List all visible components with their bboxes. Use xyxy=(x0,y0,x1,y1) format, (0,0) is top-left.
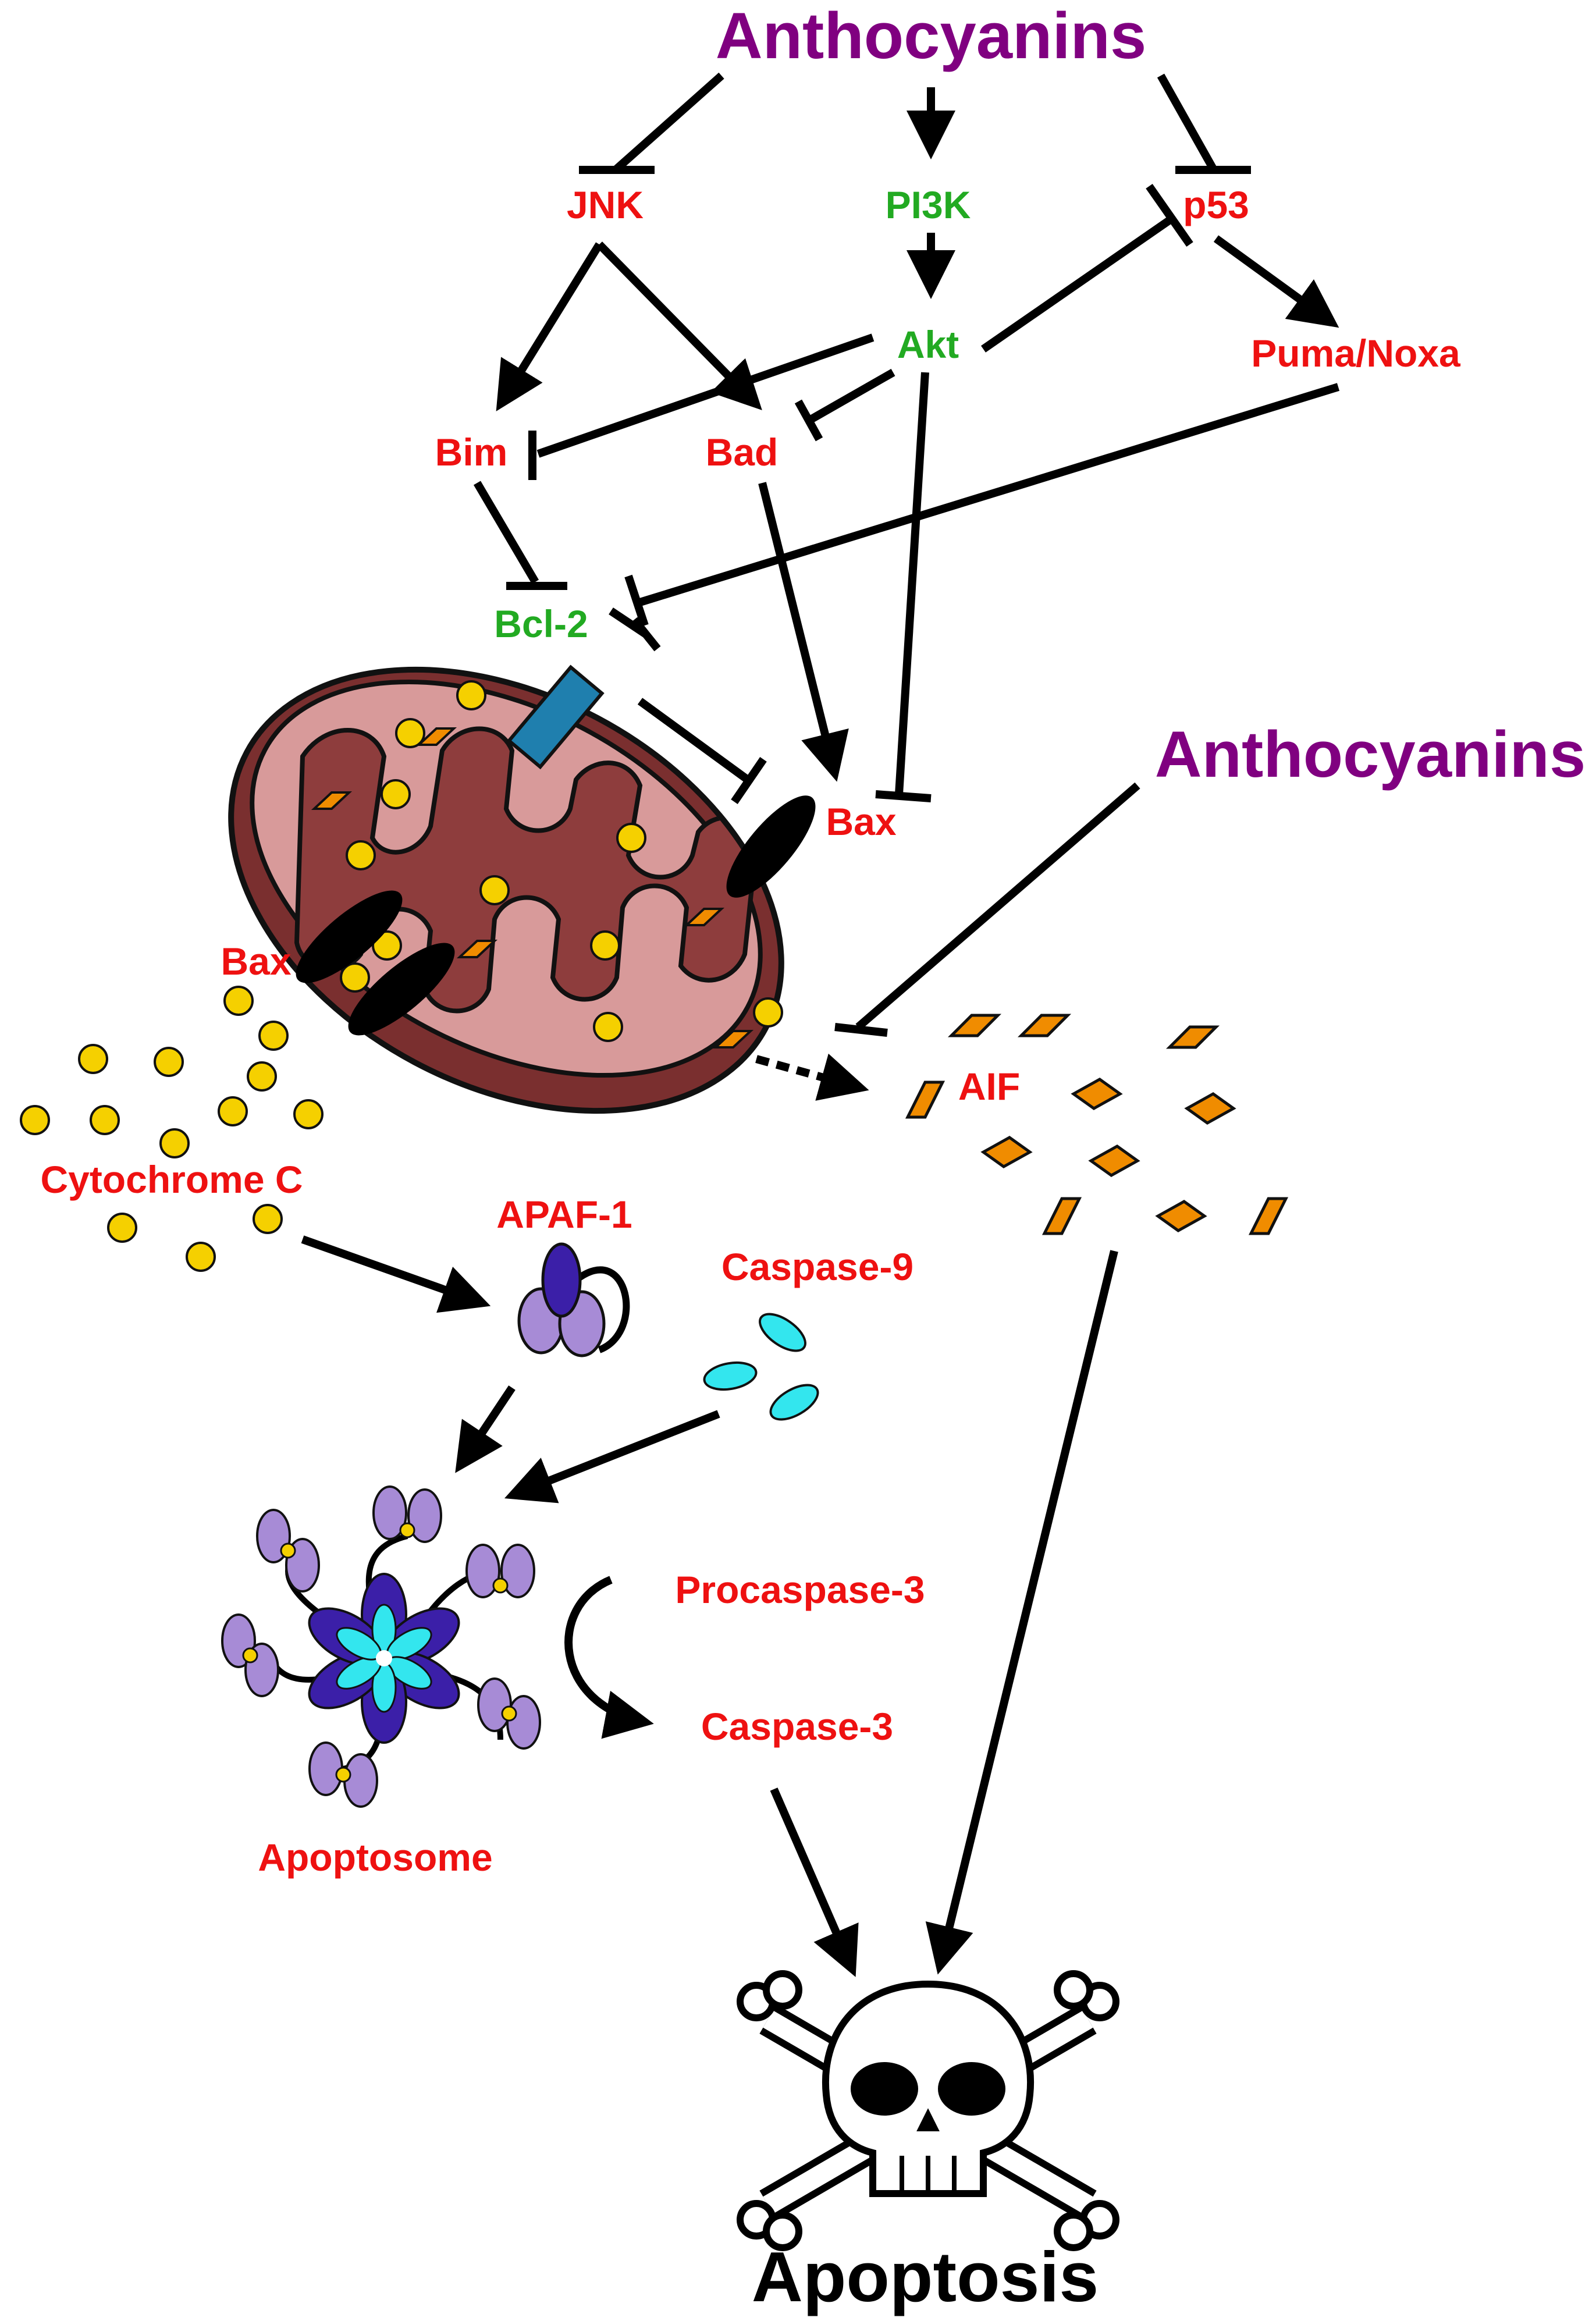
apaf1-icon xyxy=(517,1242,630,1357)
edge-casp3-apoptosis xyxy=(770,1787,859,1977)
caspase9-label: Caspase-9 xyxy=(721,1245,913,1288)
cytochrome-c-label: Cytochrome C xyxy=(40,1158,303,1201)
edge-anthocyanins-jnk xyxy=(614,72,724,172)
bar-akt-bax xyxy=(875,790,932,802)
bar-akt-bad xyxy=(794,399,823,442)
labels: Anthocyanins JNK PI3K p53 Akt Puma/Noxa … xyxy=(40,0,1586,2316)
edge-cytc-apaf1 xyxy=(301,1235,491,1313)
signaling-edges xyxy=(473,72,1340,804)
bar-puma-bcl2 xyxy=(624,574,649,627)
edge-jnk-bad xyxy=(596,241,762,410)
apoptosome-icon xyxy=(221,1485,541,1808)
jnk-label: JNK xyxy=(567,183,644,226)
edge-aif-apoptosis xyxy=(925,1250,1118,1975)
procaspase3-label: Procaspase-3 xyxy=(675,1568,925,1611)
edge-bim-bcl2 xyxy=(473,481,539,584)
bax-right-label: Bax xyxy=(826,800,896,843)
aif-label: AIF xyxy=(958,1065,1020,1108)
edge-akt-bax xyxy=(895,372,929,795)
edge-anthocyanins-p53 xyxy=(1157,73,1217,171)
edge-p53-puma xyxy=(1213,235,1339,328)
bcl2-channel xyxy=(506,664,605,770)
aif-inside xyxy=(311,727,754,1048)
edge-casp9-apoptosome xyxy=(504,1410,720,1504)
edge-aif-release xyxy=(755,1053,869,1101)
caspase3-label: Caspase-3 xyxy=(701,1705,893,1748)
apoptosome-label: Apoptosome xyxy=(258,1836,492,1879)
akt-label: Akt xyxy=(897,323,959,366)
cytochrome-c-released xyxy=(20,986,324,1272)
bar-anthocyanins-aif xyxy=(834,1023,888,1037)
mitochondrion-icon xyxy=(228,664,816,1114)
edge-apaf1-apoptosome xyxy=(455,1385,516,1473)
edge-puma-bcl2 xyxy=(638,383,1340,606)
apaf1-label: APAF-1 xyxy=(496,1193,632,1236)
edge-akt-bad xyxy=(809,368,895,423)
edge-bcl2-bax xyxy=(637,698,751,783)
bar-bcl2-down xyxy=(631,617,661,652)
edge-jnk-bim xyxy=(496,242,603,411)
caspase9-icon xyxy=(703,1313,819,1421)
bcl2-label: Bcl-2 xyxy=(494,602,588,645)
skull-crossbones-icon xyxy=(737,1970,1119,2251)
bax-pore-right xyxy=(726,795,816,898)
anthocyanins-top-label: Anthocyanins xyxy=(716,0,1147,72)
puma-noxa-label: Puma/Noxa xyxy=(1251,332,1461,375)
edge-anthocyanins-aif xyxy=(855,782,1140,1030)
bar-bcl2-bax xyxy=(731,757,767,804)
aif-released xyxy=(905,1014,1289,1235)
edge-akt-bim xyxy=(536,333,875,458)
bim-label: Bim xyxy=(435,431,508,474)
bar-akt-p53 xyxy=(1146,183,1193,247)
edge-bad-bax xyxy=(758,482,849,782)
edge-akt-p53 xyxy=(981,215,1175,353)
bad-label: Bad xyxy=(706,431,779,474)
pi3k-label: PI3K xyxy=(886,183,971,226)
p53-label: p53 xyxy=(1183,183,1249,226)
bax-left-label: Bax xyxy=(221,940,291,983)
cytochrome-c-inside xyxy=(340,680,783,1042)
bax-pore-left-2 xyxy=(348,943,455,1036)
bax-pore-left-1 xyxy=(296,890,403,983)
edge-procasp3-casp3 xyxy=(564,1576,654,1739)
anthocyanins-right-label: Anthocyanins xyxy=(1155,718,1586,791)
apoptosis-label: Apoptosis xyxy=(752,2237,1099,2316)
